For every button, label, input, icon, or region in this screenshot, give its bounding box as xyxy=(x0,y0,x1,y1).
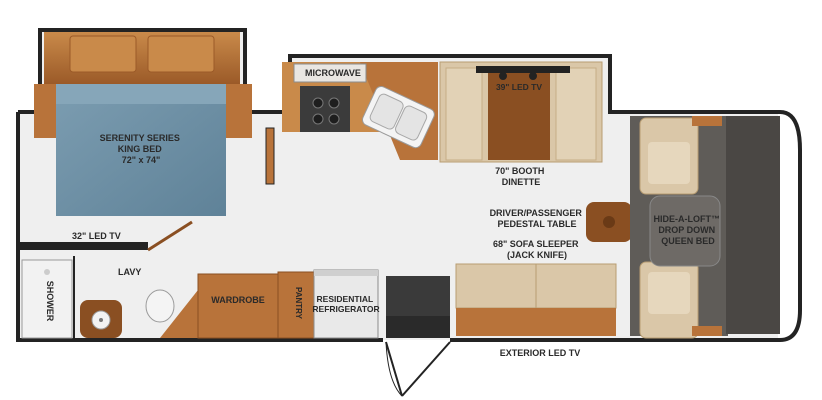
microwave-label: MICROWAVE xyxy=(305,68,361,78)
lavy-label: LAVY xyxy=(118,267,141,277)
wardrobe-label: WARDROBE xyxy=(211,295,265,305)
entry-step xyxy=(386,276,450,338)
headboard xyxy=(34,32,252,138)
bedroom-door xyxy=(265,127,275,185)
wardrobe xyxy=(197,273,279,339)
refrigerator xyxy=(313,269,379,339)
cab-area xyxy=(630,116,780,339)
loft-label: HIDE-A-LOFT™ DROP DOWN QUEEN BED xyxy=(653,214,722,246)
kitchen-sink xyxy=(362,86,435,149)
shower-label: SHOWER xyxy=(45,281,55,322)
fridge-label: RESIDENTIAL REFRIGERATOR xyxy=(312,294,379,314)
entry-door xyxy=(385,341,451,397)
booth-label: 70" BOOTH DINETTE xyxy=(495,166,547,187)
booth-dinette xyxy=(439,61,603,163)
bath-cabinet xyxy=(160,290,198,338)
pantry-label: PANTRY xyxy=(294,287,303,320)
pedestal-table xyxy=(586,202,632,242)
ext-tv-label: EXTERIOR LED TV xyxy=(500,348,581,358)
tv32-wall xyxy=(18,220,193,252)
tv39-label: 39" LED TV xyxy=(496,82,542,92)
toilet xyxy=(145,289,175,323)
sofa-sleeper xyxy=(455,263,617,336)
tv32-label: 32" LED TV xyxy=(72,231,121,241)
king-bed xyxy=(56,84,226,216)
table-label: DRIVER/PASSENGER PEDESTAL TABLE xyxy=(490,208,585,229)
bed-label: SERENITY SERIES KING BED 72" x 74" xyxy=(100,133,183,165)
shower xyxy=(21,259,73,339)
sofa-label: 68" SOFA SLEEPER (JACK KNIFE) xyxy=(493,239,581,260)
lavy-sink xyxy=(80,300,122,338)
exterior-walls xyxy=(16,28,802,342)
